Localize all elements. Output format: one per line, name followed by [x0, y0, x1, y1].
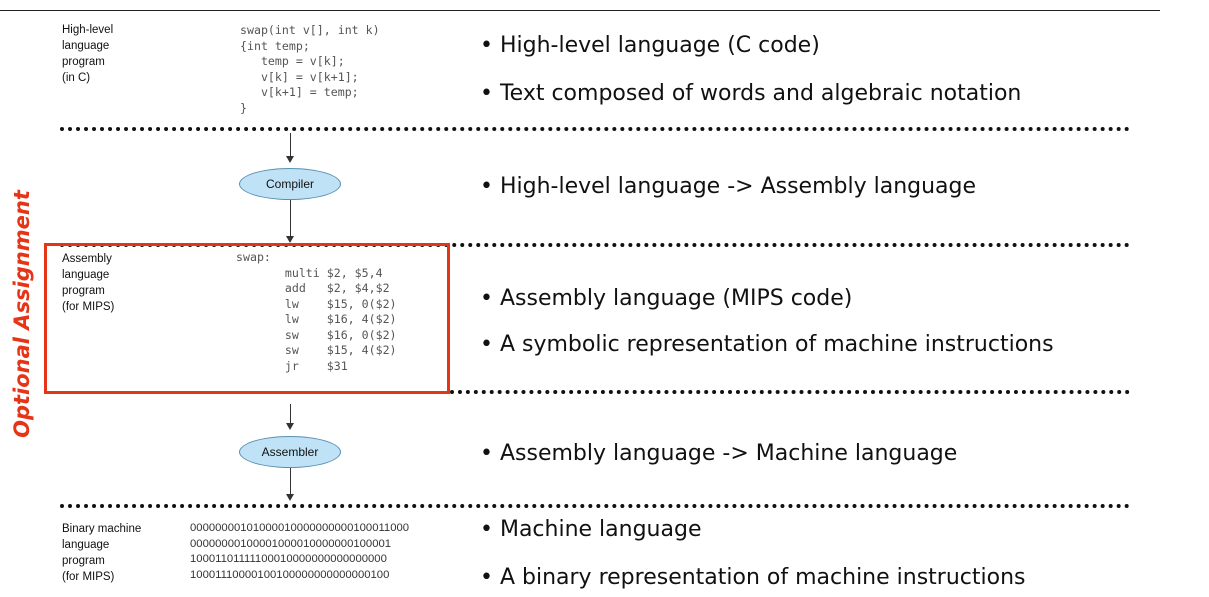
compiler-label: Compiler	[265, 177, 314, 191]
label-line: language	[62, 40, 110, 52]
arrow-head	[286, 494, 294, 501]
arrow-line	[290, 133, 291, 157]
bullet-hll-2: • Text composed of words and algebraic n…	[480, 81, 1022, 106]
label-line: (for MIPS)	[62, 301, 115, 313]
binary-line: 00000000100001000010000000100001	[190, 537, 392, 550]
arrow-line	[290, 404, 291, 424]
label-line: Assembly	[62, 253, 112, 265]
section-divider	[60, 504, 1130, 508]
arrow-head	[286, 236, 294, 243]
binary-line: 10001110000100100000000000000100	[190, 568, 390, 581]
assembler-node: Assembler	[239, 436, 341, 468]
bullet-asm-2: • A symbolic representation of machine i…	[480, 332, 1054, 357]
assembler-label: Assembler	[261, 445, 319, 459]
label-line: program	[62, 285, 105, 297]
arrow-line	[290, 468, 291, 496]
section-divider	[60, 243, 1130, 247]
compiler-node: Compiler	[239, 168, 341, 200]
label-line: (in C)	[62, 72, 91, 84]
mips-code-block: swap: multi $2, $5,4 add $2, $4,$2 lw $1…	[236, 250, 397, 373]
label-line: program	[62, 555, 105, 567]
bullet-bin-2: • A binary representation of machine ins…	[480, 565, 1026, 590]
top-rule	[0, 10, 1160, 11]
optional-assignment-text: Optional Assignment	[10, 190, 34, 438]
arrow-line	[290, 200, 291, 238]
label-line: language	[62, 539, 110, 551]
bullet-assembler: • Assembly language -> Machine language	[480, 441, 958, 466]
label-line: High-level	[62, 24, 114, 36]
arrow-head	[286, 156, 294, 163]
binary-line: 10001101111100010000000000000000	[190, 553, 387, 565]
label-line: language	[62, 269, 110, 281]
c-code-block: swap(int v[], int k) {int temp; temp = v…	[240, 23, 380, 115]
bullet-hll-1: • High-level language (C code)	[480, 33, 820, 58]
label-line: program	[62, 56, 105, 68]
label-line: Binary machine	[62, 523, 142, 535]
label-line: (for MIPS)	[62, 571, 115, 583]
bullet-bin-1: • Machine language	[480, 517, 702, 542]
section-divider	[450, 390, 1130, 394]
section-divider	[60, 127, 1130, 131]
asm-stage-label: Assembly language program (for MIPS)	[62, 251, 182, 315]
hll-stage-label: High-level language program (in C)	[62, 22, 182, 86]
arrow-head	[286, 423, 294, 430]
bin-stage-label: Binary machine language program (for MIP…	[62, 521, 182, 585]
optional-highlight-box	[44, 243, 450, 394]
bullet-asm-1: • Assembly language (MIPS code)	[480, 286, 853, 311]
binary-line: 00000000101000010000000000100011000	[190, 522, 410, 534]
binary-code-block: 00000000101000010000000000100011000 0000…	[190, 521, 409, 583]
bullet-compiler: • High-level language -> Assembly langua…	[480, 174, 977, 199]
